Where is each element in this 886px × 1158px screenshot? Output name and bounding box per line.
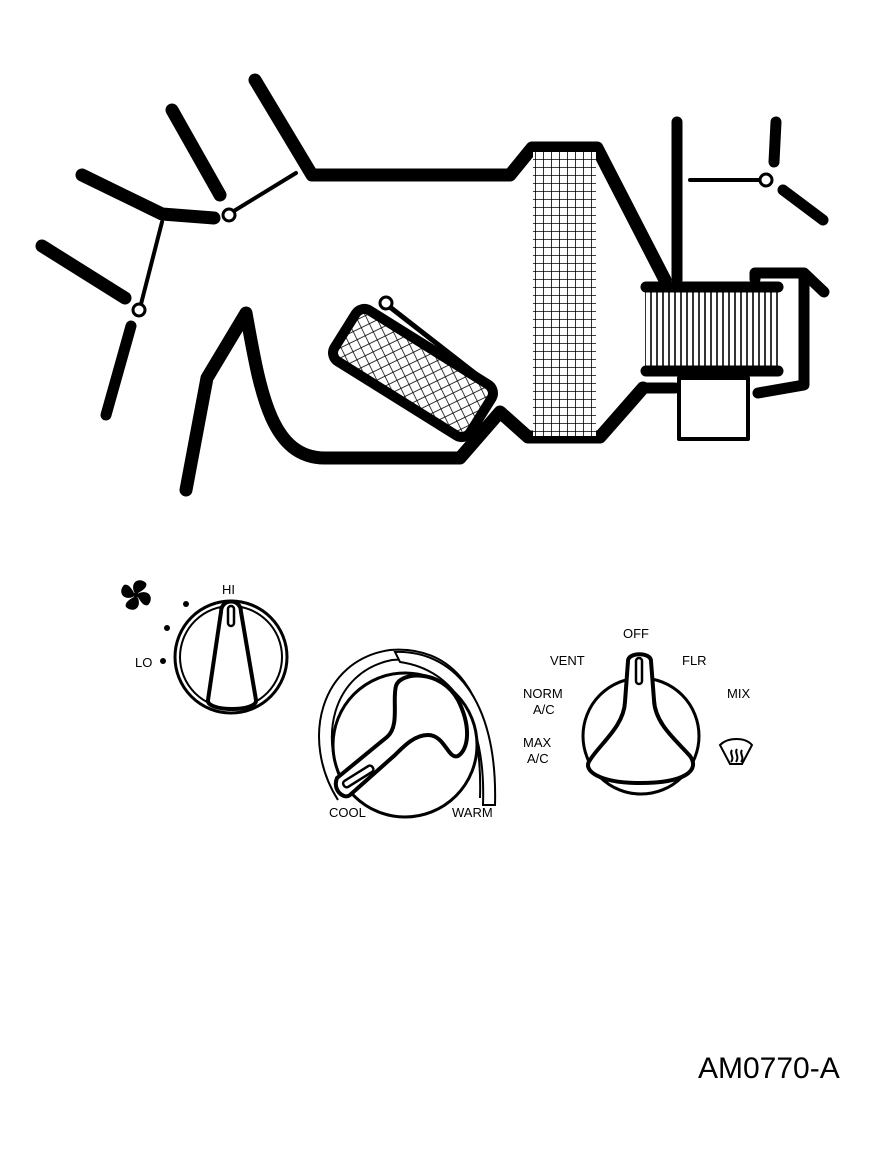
mode-knob-pointer[interactable]: [586, 652, 696, 786]
pivot-point: [131, 302, 147, 318]
mode-off-label: OFF: [623, 626, 649, 641]
mode-knob-indicator: [634, 656, 644, 686]
fan-speed-dot: [183, 601, 189, 607]
mode-norm-label: NORM: [523, 686, 563, 701]
lower-duct-wall: [179, 306, 650, 497]
recirc-door-right: [777, 184, 829, 226]
fan-knob-indicator: [226, 604, 236, 628]
temp-warm-label: WARM: [452, 805, 493, 820]
recirc-door-top: [768, 116, 782, 168]
blower-outlet-arrow: [749, 267, 830, 399]
door-linkage: [227, 171, 298, 216]
figure-code: AM0770-A: [698, 1052, 840, 1085]
fan-speed-dot: [164, 625, 170, 631]
temperature-control[interactable]: COOL WARM: [318, 648, 497, 820]
fan-speed-control[interactable]: HI LO: [121, 580, 289, 715]
upper-duct-wall: [248, 73, 672, 287]
floor-vent-flap: [35, 239, 132, 305]
mode-max-label: MAX: [523, 735, 552, 750]
mode-control[interactable]: OFF VENT FLR NORM A/C MIX MAX A/C: [523, 626, 754, 796]
fan-icon: [121, 580, 151, 610]
fan-lo-label: LO: [135, 655, 152, 670]
mode-flr-label: FLR: [682, 653, 707, 668]
fan-speed-dot: [160, 658, 166, 664]
dash-vent-flap: [165, 103, 227, 202]
defrost-icon: [718, 738, 754, 765]
blend-door: [383, 301, 493, 388]
mode-norm-ac-label: A/C: [533, 702, 555, 717]
blower-motor: [677, 376, 750, 441]
door-linkage-vertical: [138, 220, 164, 310]
heater-core: [328, 303, 498, 443]
evaporator-core: [533, 152, 596, 436]
temp-knob-indicator: [341, 764, 375, 789]
fan-hi-label: HI: [222, 582, 235, 597]
mode-vent-label: VENT: [550, 653, 585, 668]
pivot-point: [221, 207, 237, 223]
temp-cool-label: COOL: [329, 805, 366, 820]
panel-door-upper: [75, 168, 221, 225]
floor-door-lower: [100, 320, 137, 421]
mode-mix-label: MIX: [727, 686, 750, 701]
blower-wheel: [645, 287, 780, 370]
airflow-system-diagram: [35, 73, 830, 497]
mode-max-ac-label: A/C: [527, 751, 549, 766]
blend-door-pivot: [378, 295, 394, 311]
fan-knob-pointer[interactable]: [206, 599, 258, 711]
recirc-pivot: [758, 172, 774, 188]
